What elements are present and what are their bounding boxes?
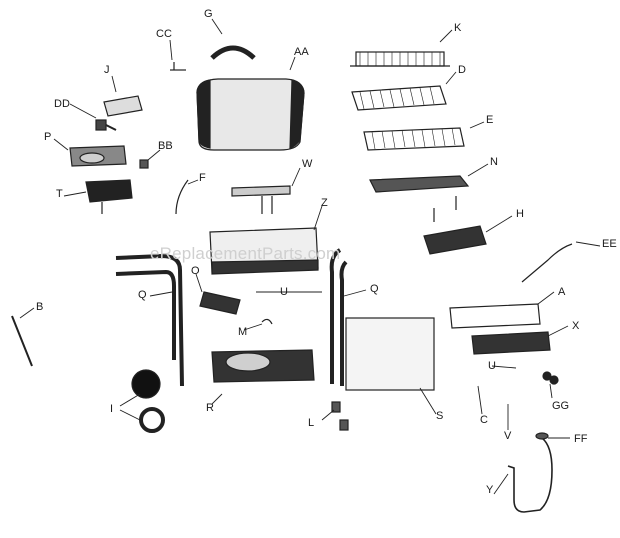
label-dd: DD: [54, 98, 70, 110]
label-ee: EE: [602, 238, 617, 250]
label-j: J: [104, 64, 110, 76]
label-l: L: [308, 417, 315, 429]
label-m: M: [238, 326, 248, 338]
label-t: T: [56, 188, 63, 200]
label-aa: AA: [294, 46, 309, 58]
label-u-mid: U: [280, 286, 288, 298]
part-t-side-shelf: [85, 179, 133, 203]
label-h: H: [516, 208, 524, 220]
label-q-left: Q: [138, 289, 147, 301]
part-w-burner: [231, 185, 291, 197]
watermark: eReplacementParts.com: [150, 244, 341, 263]
label-ff: FF: [574, 433, 588, 445]
label-v: V: [504, 430, 512, 442]
label-p: P: [44, 131, 52, 143]
part-d-cooking-grate: [351, 85, 447, 111]
label-i: I: [110, 403, 114, 415]
label-z: Z: [321, 197, 328, 209]
label-k: K: [454, 22, 462, 34]
label-d: D: [458, 64, 466, 76]
part-j-briquette-grate: [103, 95, 143, 117]
part-ee-gas-line: [521, 243, 573, 283]
label-x: X: [572, 320, 580, 332]
part-gg-knob: [542, 371, 552, 381]
part-dd-ignitor: [95, 119, 107, 131]
label-bb: BB: [158, 140, 173, 152]
label-f: F: [199, 172, 206, 184]
label-c: C: [480, 414, 488, 426]
part-l-fittings: [331, 401, 341, 413]
part-q-leg-right: [329, 248, 342, 384]
part-b-axle: [11, 315, 33, 367]
label-b: B: [36, 301, 44, 313]
part-f-wire: [175, 179, 189, 215]
label-cc: CC: [156, 28, 172, 40]
label-o: O: [191, 265, 200, 277]
part-e-grate: [363, 127, 465, 151]
label-q-right: Q: [370, 283, 379, 295]
part-h-side-burner: [423, 225, 487, 255]
label-y: Y: [486, 484, 494, 496]
label-g: G: [204, 8, 213, 20]
label-w: W: [302, 158, 313, 170]
part-i-wheel: [131, 369, 161, 399]
label-gg: GG: [552, 400, 570, 412]
label-a: A: [558, 286, 566, 298]
part-a-grease-tray: [449, 303, 541, 329]
label-e: E: [486, 114, 494, 126]
part-bb-screws: [139, 159, 149, 169]
part-x-control-panel: [471, 331, 551, 355]
part-n-heat-shield: [369, 175, 470, 193]
part-k-warming-rack: [350, 51, 450, 67]
part-ff-y-regulator-hose: [507, 437, 553, 513]
label-s: S: [436, 410, 444, 422]
part-m-bracket: [261, 318, 273, 325]
label-r: R: [206, 402, 214, 414]
part-s-door: [345, 317, 435, 391]
label-n: N: [490, 156, 498, 168]
part-aa-lid: [196, 78, 305, 151]
part-o-panel: [199, 291, 241, 315]
part-q-leg-left: [115, 253, 184, 387]
label-u-right: U: [488, 360, 496, 372]
part-g-handle: [210, 45, 256, 60]
